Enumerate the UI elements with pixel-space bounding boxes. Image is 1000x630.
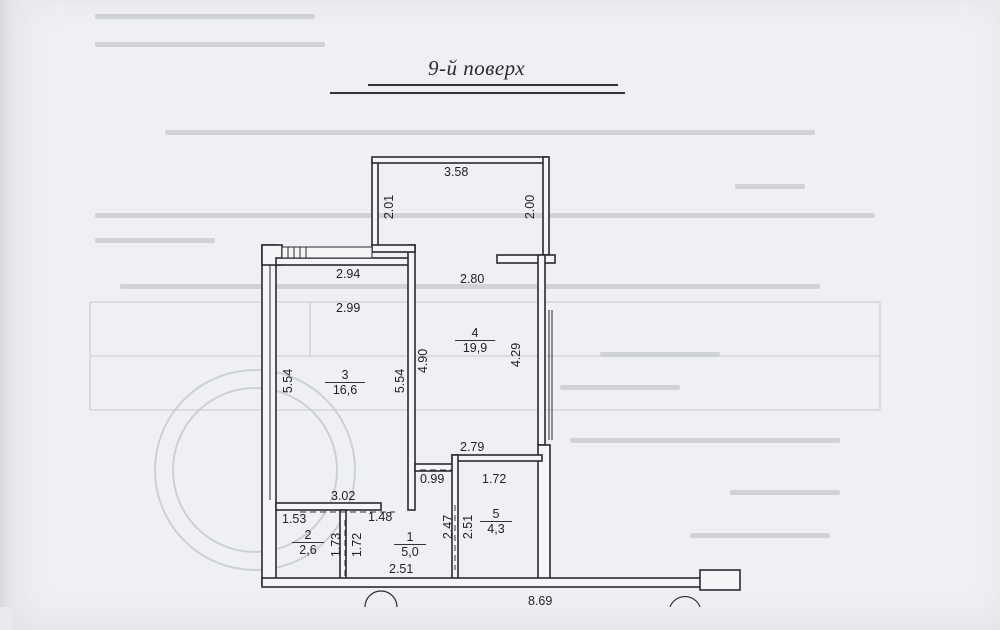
faded-text-line bbox=[735, 184, 805, 189]
room-number: 2 bbox=[292, 528, 324, 543]
door-arcs bbox=[364, 590, 701, 607]
faded-text-line bbox=[95, 238, 215, 243]
dimension-label: 2.99 bbox=[336, 301, 361, 315]
room-area: 16,6 bbox=[332, 383, 358, 397]
balcony-door-hatch bbox=[281, 246, 373, 259]
wall bbox=[261, 577, 733, 588]
walls bbox=[261, 156, 741, 591]
dimension-label: 5.54 bbox=[393, 368, 408, 394]
dimension-label: 2.00 bbox=[523, 194, 538, 220]
dimension-label: 1.53 bbox=[282, 512, 307, 526]
wall bbox=[371, 159, 379, 251]
dimension-label: 1.48 bbox=[368, 510, 393, 524]
room-number: 1 bbox=[394, 530, 426, 545]
room-label-3: 3 16,6 bbox=[325, 368, 365, 397]
faded-text-line bbox=[560, 385, 680, 390]
dimension-label: 4.90 bbox=[416, 348, 431, 374]
room-area: 2,6 bbox=[299, 543, 317, 557]
dimension-label: 5.54 bbox=[281, 368, 296, 394]
room-number: 4 bbox=[455, 326, 495, 341]
title-underline bbox=[330, 92, 625, 94]
wall bbox=[371, 244, 416, 253]
room-label-4: 4 19,9 bbox=[455, 326, 495, 355]
faded-text-line bbox=[95, 213, 875, 218]
room-area: 19,9 bbox=[462, 341, 488, 355]
faded-stamp bbox=[154, 369, 356, 571]
document-sheet bbox=[12, 0, 1000, 630]
wall bbox=[261, 244, 277, 586]
dimension-label: 2.51 bbox=[461, 514, 476, 540]
room-area: 5,0 bbox=[401, 545, 419, 559]
wall bbox=[275, 502, 382, 511]
title-underline bbox=[368, 84, 618, 86]
room-number: 5 bbox=[480, 507, 512, 522]
wall bbox=[537, 444, 551, 586]
page-fold-shadow bbox=[0, 0, 12, 607]
floor-title: 9-й поверх bbox=[428, 56, 526, 80]
dimension-label: 2.94 bbox=[336, 267, 361, 281]
wall bbox=[407, 244, 416, 511]
faded-text-line bbox=[600, 352, 720, 357]
dimension-label: 1.72 bbox=[350, 532, 365, 558]
dimension-label: 8.69 bbox=[528, 594, 553, 608]
dimension-label: 2.80 bbox=[460, 272, 485, 286]
wall bbox=[371, 156, 549, 164]
wall bbox=[275, 257, 415, 266]
dimension-label: 2.47 bbox=[441, 514, 456, 540]
wall bbox=[542, 156, 550, 256]
faded-text-line bbox=[570, 438, 840, 443]
faded-text-line bbox=[165, 130, 815, 135]
dimension-label: 2.51 bbox=[389, 562, 414, 576]
floor-plan-drawing bbox=[89, 156, 881, 607]
dimension-label: 2.79 bbox=[460, 440, 485, 454]
room-label-1: 1 5,0 bbox=[394, 530, 426, 559]
wall bbox=[699, 569, 741, 591]
dimension-label: 0.99 bbox=[420, 472, 445, 486]
wall bbox=[496, 254, 556, 264]
room-label-5: 5 4,3 bbox=[480, 507, 512, 536]
faded-text-line bbox=[120, 284, 820, 289]
dimension-label: 1.73 bbox=[329, 532, 344, 558]
faded-text-line bbox=[690, 533, 830, 538]
wall bbox=[537, 254, 546, 446]
room-label-2: 2 2,6 bbox=[292, 528, 324, 557]
dimension-label: 2.01 bbox=[382, 194, 397, 220]
wall bbox=[451, 454, 543, 462]
faded-table bbox=[89, 301, 881, 411]
dimension-lines bbox=[300, 469, 456, 578]
window-lines bbox=[269, 265, 553, 500]
room-number: 3 bbox=[325, 368, 365, 383]
room-area: 4,3 bbox=[487, 522, 505, 536]
dimension-label: 4.29 bbox=[509, 342, 524, 368]
faded-text-line bbox=[95, 14, 315, 19]
faded-text-line bbox=[95, 42, 325, 47]
dimension-label: 3.02 bbox=[331, 489, 356, 503]
faded-text-line bbox=[730, 490, 840, 495]
dimension-label: 1.72 bbox=[482, 472, 507, 486]
dimension-label: 3.58 bbox=[444, 165, 469, 179]
